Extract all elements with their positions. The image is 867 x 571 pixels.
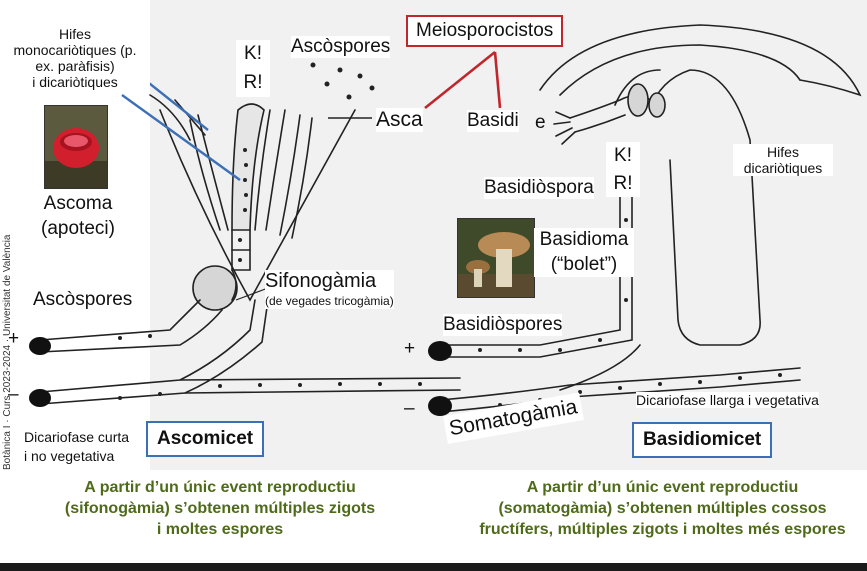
basidi-e-mark: e bbox=[535, 112, 546, 133]
minus-right: – bbox=[404, 398, 415, 419]
hifes-mono-label: Hifes monocariòtiques (p. ex. paràfisis)… bbox=[0, 26, 150, 91]
hifes-mono-line-4: i dicariòtiques bbox=[32, 74, 118, 91]
basidioma-photo bbox=[457, 218, 535, 298]
ascospores-top-label: Ascòspores bbox=[291, 36, 391, 58]
dicariofase-curta-label: Dicariofase curta i no vegetativa bbox=[24, 428, 130, 466]
hifes-mono-line-1: Hifes bbox=[59, 26, 91, 42]
hifes-dicario-line-2: dicariòtiques bbox=[743, 160, 823, 177]
kr-right-label: K! R! bbox=[606, 142, 640, 198]
basidiospora-label: Basidiòspora bbox=[484, 177, 594, 199]
caption-right-line-3: fructífers, múltiples zigots i moltes mé… bbox=[479, 520, 846, 538]
basidioma-label: Basidioma (“bolet”) bbox=[534, 228, 634, 278]
dicariofase-curta-line-1: Dicariofase curta bbox=[24, 429, 130, 445]
sifonogamia-title: Sifonogàmia bbox=[265, 270, 377, 292]
asca-label: Asca bbox=[376, 108, 423, 133]
ascospores-left-label: Ascòspores bbox=[33, 289, 133, 311]
sifonogamia-label: Sifonogàmia (de vegades tricogàmia) bbox=[265, 270, 394, 309]
minus-left: – bbox=[8, 384, 19, 405]
basidioma-line-2: (“bolet”) bbox=[550, 253, 618, 275]
side-credit: Botànica I · Curs 2023-2024 · Universita… bbox=[2, 234, 13, 471]
basidi-label: Basidi bbox=[467, 110, 519, 132]
sifonogamia-note: (de vegades tricogàmia) bbox=[265, 294, 394, 308]
plus-left: + bbox=[8, 328, 20, 349]
dicariofase-curta-line-2: i no vegetativa bbox=[24, 447, 115, 464]
basidiospores-label: Basidiòspores bbox=[443, 314, 563, 336]
caption-left-line-3: i moltes espores bbox=[156, 520, 284, 538]
basidiomicet-box: Basidiomicet bbox=[632, 422, 773, 458]
kr-left-label: K! R! bbox=[236, 40, 270, 97]
caption-left: A partir d’un únic event reproductiu (si… bbox=[20, 478, 420, 540]
caption-left-line-1: A partir d’un únic event reproductiu bbox=[84, 479, 356, 496]
dicariofase-llarga-label: Dicariofase llarga i vegetativa bbox=[636, 392, 819, 409]
meiosporocistos-box: Meiosporocistos bbox=[406, 15, 564, 47]
plus-right: + bbox=[404, 338, 416, 359]
caption-right-line-2: (somatogàmia) s’obtenen múltiples cossos bbox=[498, 499, 827, 517]
hifes-dicario-line-1: Hifes bbox=[767, 144, 799, 160]
caption-right: A partir d’un únic event reproductiu (so… bbox=[460, 478, 865, 540]
kr-right-r: R! bbox=[613, 172, 633, 194]
ascoma-photo bbox=[44, 105, 108, 189]
ascoma-line-1: Ascoma bbox=[43, 193, 113, 214]
kr-left-k: K! bbox=[244, 43, 262, 64]
ascoma-label: Ascoma (apoteci) bbox=[28, 192, 128, 242]
ascomicet-box: Ascomicet bbox=[146, 421, 265, 457]
kr-right-k: K! bbox=[614, 145, 632, 166]
caption-right-line-1: A partir d’un únic event reproductiu bbox=[526, 479, 799, 496]
footer-bar bbox=[0, 563, 867, 571]
basidioma-line-1: Basidioma bbox=[539, 229, 629, 250]
hifes-mono-line-3: ex. paràfisis) bbox=[35, 58, 115, 75]
kr-left-r: R! bbox=[243, 71, 263, 93]
caption-left-line-2: (sifonogàmia) s’obtenen múltiples zigots bbox=[64, 499, 376, 517]
hifes-mono-line-2: monocariòtiques (p. bbox=[13, 42, 137, 59]
ascoma-line-2: (apoteci) bbox=[41, 217, 115, 239]
hifes-dicario-label: Hifes dicariòtiques bbox=[733, 144, 833, 177]
